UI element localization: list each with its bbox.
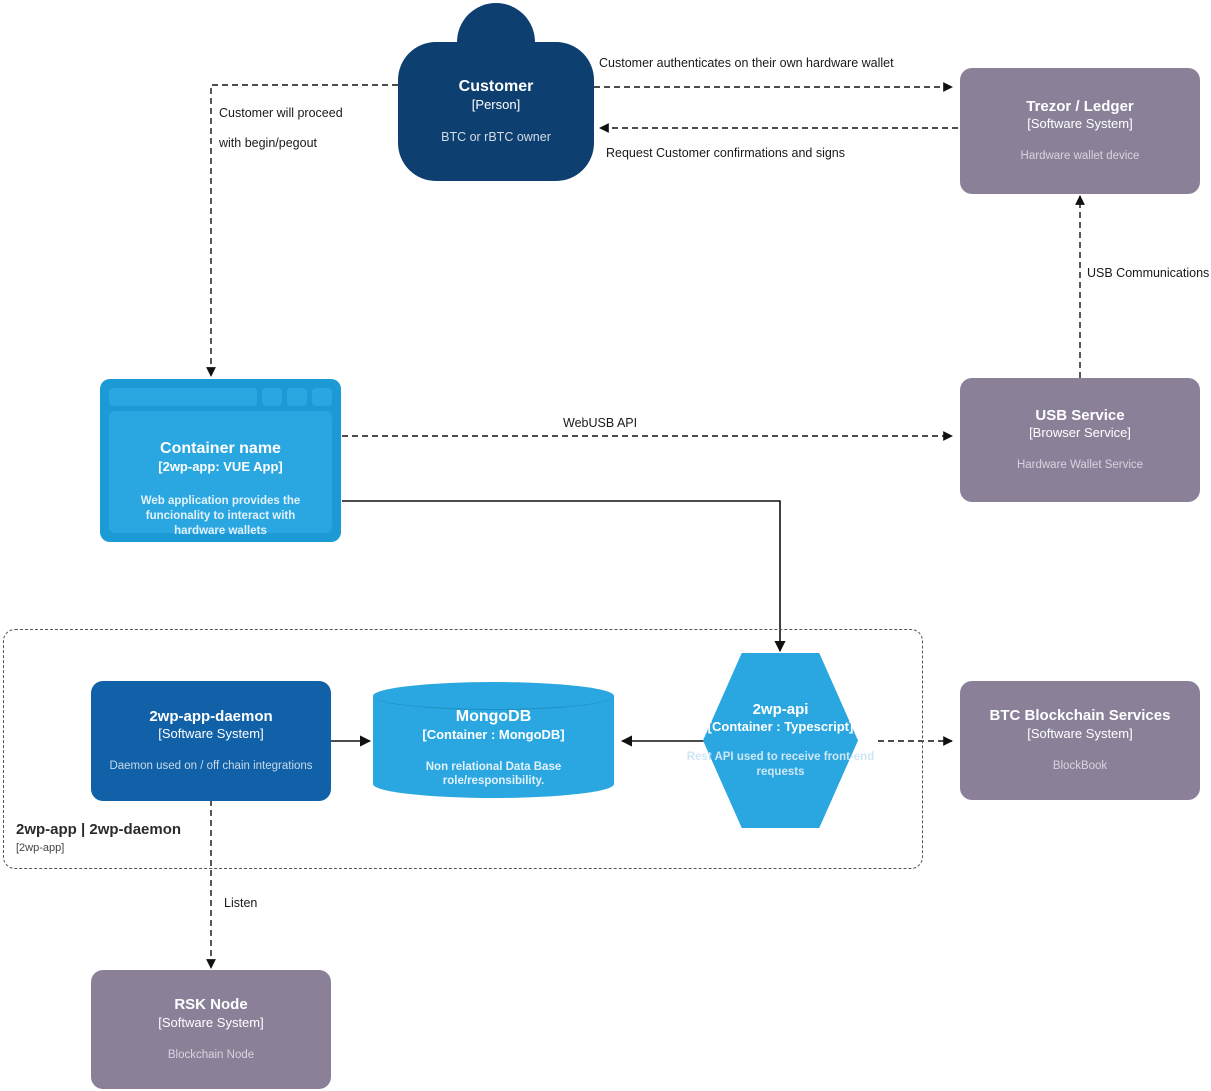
node-shape [91, 970, 331, 1089]
node-2wp-app-daemon-description: Daemon used on / off chain integrations [109, 760, 313, 773]
node-btc-blockchain-subtitle: [Software System] [1027, 725, 1133, 741]
node-trezor-ledger-title: Trezor / Ledger [1026, 97, 1134, 115]
node-usb-service-subtitle: [Browser Service] [1029, 425, 1131, 441]
node-customer-title: Customer [458, 78, 534, 96]
edge-label-usb-to-trezor: USB Communications [1087, 266, 1210, 280]
browser-button-icon [262, 388, 282, 406]
person-body-shape [398, 42, 594, 181]
browser-button-icon [312, 388, 332, 406]
edge-label-trezor-to-customer: Request Customer confirmations and signs [606, 146, 846, 160]
node-shape [960, 378, 1200, 502]
edge-customer-to-container [206, 84, 398, 377]
node-rsk-node-description: Blockchain Node [167, 1048, 255, 1061]
browser-address-bar-icon [109, 388, 257, 406]
browser-button-icon [287, 388, 307, 406]
browser-viewport [109, 411, 332, 533]
cylinder-body-shape [373, 696, 614, 784]
node-rsk-node-title: RSK Node [174, 996, 248, 1014]
node-shape [91, 681, 331, 801]
node-trezor-ledger-subtitle: [Software System] [1027, 116, 1133, 132]
node-mongodb[interactable]: MongoDB [Container : MongoDB] Non relati… [373, 682, 614, 798]
node-2wp-app-daemon[interactable]: 2wp-app-daemon [Software System] Daemon … [91, 681, 331, 801]
node-2wp-api-description: Rest API used to receive front-end reque… [686, 751, 875, 779]
boundary-2wp-app: 2wp-app | 2wp-daemon [2wp-app] [3, 629, 923, 869]
node-btc-blockchain-title: BTC Blockchain Services [989, 707, 1171, 725]
edge-label-customer-to-container-2: with begin/pegout [219, 136, 317, 150]
cylinder-top-shape [373, 682, 614, 710]
browser-titlebar [109, 388, 332, 406]
node-2wp-api[interactable]: 2wp-api [Container : Typescript] Rest AP… [687, 653, 874, 828]
boundary-title: 2wp-app | 2wp-daemon [16, 821, 182, 838]
node-container-name-subtitle: [2wp-app: VUE App] [158, 459, 283, 474]
node-rsk-node[interactable]: RSK Node [Software System] Blockchain No… [91, 970, 331, 1089]
edge-label-customer-to-trezor: Customer authenticates on their own hard… [599, 56, 894, 70]
node-container-name-description: Web application provides the funcionalit… [140, 494, 301, 537]
edge-label-customer-to-container-1: Customer will proceed [219, 106, 343, 120]
node-btc-blockchain-services[interactable]: BTC Blockchain Services [Software System… [960, 681, 1200, 800]
node-customer[interactable]: Customer [Person] BTC or rBTC owner [398, 3, 594, 181]
cylinder-bottom-shape [373, 770, 614, 798]
node-customer-subtitle: [Person] [471, 97, 521, 113]
node-mongodb-subtitle: [Container : MongoDB] [422, 726, 565, 742]
node-2wp-api-title: 2wp-api [752, 700, 809, 718]
node-2wp-app-daemon-title: 2wp-app-daemon [149, 707, 273, 725]
node-shape [960, 681, 1200, 800]
node-usb-service[interactable]: USB Service [Browser Service] Hardware W… [960, 378, 1200, 502]
node-shape [960, 68, 1200, 194]
node-trezor-ledger-description: Hardware wallet device [1020, 150, 1140, 163]
node-rsk-node-subtitle: [Software System] [158, 1014, 264, 1030]
node-container-name[interactable]: Container name [2wp-app: VUE App] Web ap… [100, 379, 341, 542]
node-mongodb-title: MongoDB [455, 707, 532, 725]
node-trezor-ledger[interactable]: Trezor / Ledger [Software System] Hardwa… [960, 68, 1200, 194]
node-usb-service-description: Hardware Wallet Service [1016, 459, 1144, 472]
node-customer-description: BTC or rBTC owner [441, 130, 551, 145]
edge-label-daemon-to-rsk: Listen [224, 896, 258, 910]
boundary-subtitle: [2wp-app] [16, 842, 65, 854]
node-mongodb-description: Non relational Data Base role/responsibi… [425, 760, 562, 788]
node-btc-blockchain-description: BlockBook [1052, 759, 1108, 772]
node-2wp-api-subtitle: [Container : Typescript] [707, 719, 854, 735]
node-usb-service-title: USB Service [1035, 406, 1125, 424]
edge-label-container-to-usb: WebUSB API [563, 416, 638, 430]
node-2wp-app-daemon-subtitle: [Software System] [158, 726, 264, 742]
node-container-name-title: Container name [160, 440, 281, 457]
